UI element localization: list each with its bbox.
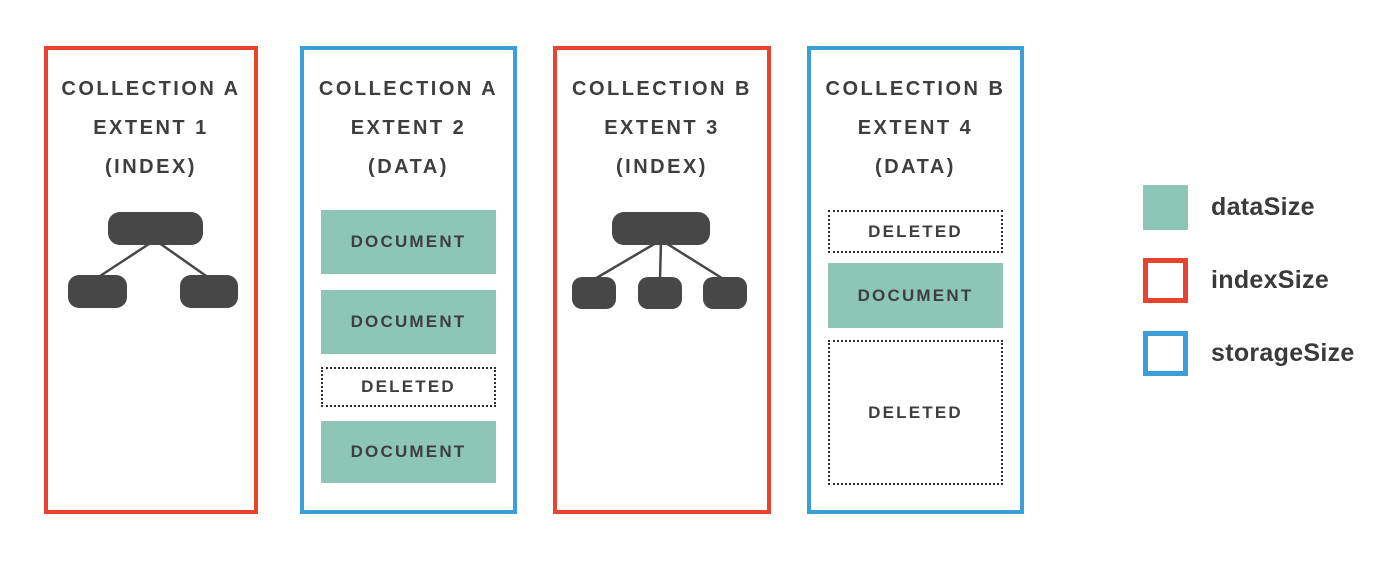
extent-kind: (DATA) <box>368 156 449 178</box>
extent-kind: (INDEX) <box>105 156 197 178</box>
document-block: DOCUMENT <box>321 210 496 274</box>
btree-root-node <box>108 212 203 245</box>
btree-edge <box>154 238 210 280</box>
legend: dataSize indexSize storageSize <box>1143 185 1355 404</box>
record-blocks: DOCUMENT DOCUMENT DELETED DOCUMENT <box>321 210 496 483</box>
record-blocks: DELETED DOCUMENT DELETED <box>828 210 1003 485</box>
btree-edge <box>658 239 663 281</box>
deleted-block: DELETED <box>828 210 1003 253</box>
extent-number: EXTENT 4 <box>857 117 974 139</box>
collection-name: COLLECTION B <box>825 78 1006 100</box>
extent-box-collection-b-index: COLLECTION B EXTENT 3 (INDEX) <box>553 46 771 514</box>
btree-edge <box>96 238 156 280</box>
extent-box-collection-b-data: COLLECTION B EXTENT 4 (DATA) DELETED DOC… <box>807 46 1024 514</box>
btree-edge <box>592 238 662 282</box>
datasize-swatch-icon <box>1143 185 1188 230</box>
btree-edge <box>660 238 726 282</box>
legend-item-indexsize: indexSize <box>1143 258 1355 303</box>
legend-item-datasize: dataSize <box>1143 185 1355 230</box>
document-block: DOCUMENT <box>321 290 496 354</box>
btree-child-node <box>638 277 682 309</box>
legend-label: storageSize <box>1211 339 1355 367</box>
extent-title: COLLECTION B EXTENT 3 (INDEX) <box>557 70 767 187</box>
document-block: DOCUMENT <box>321 421 496 483</box>
legend-label: dataSize <box>1211 193 1315 221</box>
extent-kind: (INDEX) <box>616 156 708 178</box>
btree-child-node <box>572 277 616 309</box>
extent-title: COLLECTION A EXTENT 2 (DATA) <box>304 70 513 187</box>
btree-diagram-icon <box>572 212 747 309</box>
btree-root-node <box>612 212 710 245</box>
extent-number: EXTENT 2 <box>350 117 467 139</box>
btree-child-node <box>180 275 238 308</box>
collection-name: COLLECTION A <box>61 78 241 100</box>
storagesize-swatch-icon <box>1143 331 1188 376</box>
btree-child-node <box>68 275 127 308</box>
btree-diagram-icon <box>68 212 238 308</box>
collection-name: COLLECTION A <box>318 78 499 100</box>
extent-number: EXTENT 1 <box>93 117 209 139</box>
extent-box-collection-a-data: COLLECTION A EXTENT 2 (DATA) DOCUMENT DO… <box>300 46 517 514</box>
btree-child-node <box>703 277 747 309</box>
indexsize-swatch-icon <box>1143 258 1188 303</box>
collection-name: COLLECTION B <box>572 78 752 100</box>
legend-label: indexSize <box>1211 266 1330 294</box>
extent-kind: (DATA) <box>875 156 956 178</box>
extent-title: COLLECTION A EXTENT 1 (INDEX) <box>48 70 254 187</box>
extent-box-collection-a-index: COLLECTION A EXTENT 1 (INDEX) <box>44 46 258 514</box>
legend-item-storagesize: storageSize <box>1143 331 1355 376</box>
deleted-block: DELETED <box>321 367 496 407</box>
extent-title: COLLECTION B EXTENT 4 (DATA) <box>811 70 1020 187</box>
document-block: DOCUMENT <box>828 263 1003 328</box>
extent-number: EXTENT 3 <box>604 117 720 139</box>
deleted-block: DELETED <box>828 340 1003 485</box>
